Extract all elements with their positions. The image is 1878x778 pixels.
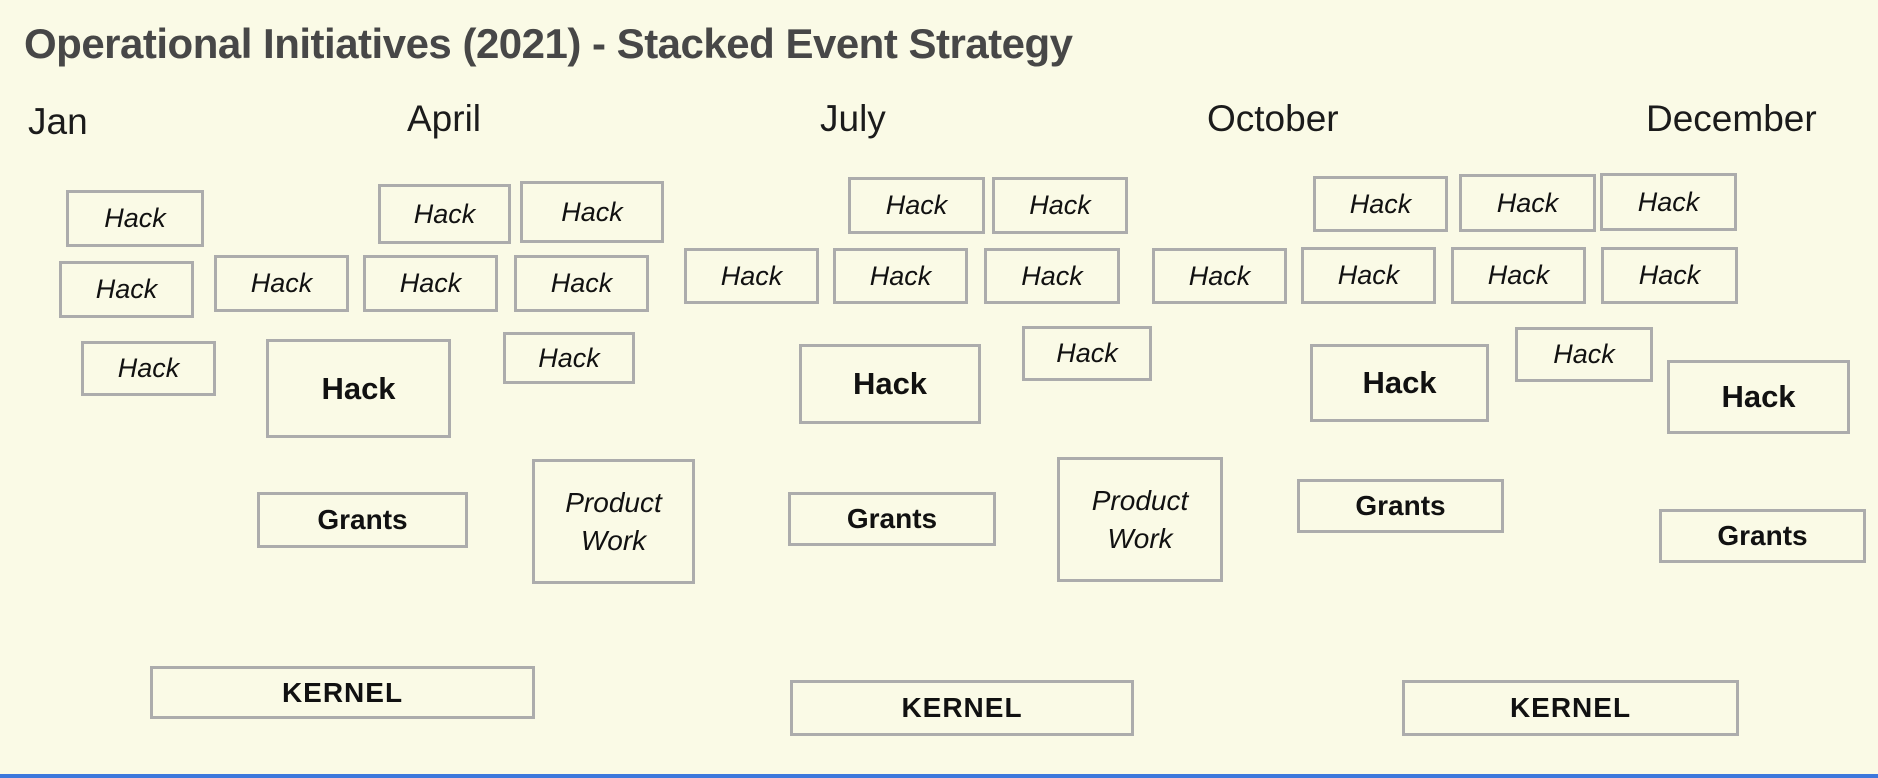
hack-italic-box: Hack <box>833 248 968 304</box>
hack-italic-box: Hack <box>214 255 349 312</box>
hack-italic-box: Hack <box>378 184 511 244</box>
hack-italic-box: Hack <box>81 341 216 396</box>
hack-bold-box: Hack <box>1310 344 1489 422</box>
hack-italic-box: Hack <box>1451 247 1586 304</box>
hack-italic-box: Hack <box>684 248 819 304</box>
hack-italic-box: Hack <box>1022 326 1152 381</box>
hack-italic-box: Hack <box>514 255 649 312</box>
hack-italic-box: Hack <box>1313 176 1448 232</box>
page-title: Operational Initiatives (2021) - Stacked… <box>24 20 1073 67</box>
hack-italic-box: Hack <box>992 177 1128 234</box>
hack-italic-box: Hack <box>503 332 635 384</box>
month-label: July <box>820 98 886 139</box>
hack-italic-box: Hack <box>848 177 985 234</box>
hack-italic-box: Hack <box>1600 173 1737 231</box>
month-label: October <box>1207 98 1339 139</box>
grants-box: Grants <box>257 492 468 548</box>
hack-bold-box: Hack <box>266 339 451 438</box>
hack-italic-box: Hack <box>1601 247 1738 304</box>
grants-box: Grants <box>1297 479 1504 533</box>
grants-box: Grants <box>1659 509 1866 563</box>
hack-bold-box: Hack <box>1667 360 1850 434</box>
kernel-box: KERNEL <box>790 680 1134 736</box>
hack-italic-box: Hack <box>59 261 194 318</box>
hack-italic-box: Hack <box>1515 327 1653 382</box>
bottom-accent-bar <box>0 774 1878 778</box>
month-label: Jan <box>28 101 88 142</box>
hack-italic-box: Hack <box>1459 174 1596 232</box>
grants-box: Grants <box>788 492 996 546</box>
product-work-box: Product Work <box>1057 457 1223 582</box>
kernel-box: KERNEL <box>1402 680 1739 736</box>
hack-italic-box: Hack <box>66 190 204 247</box>
hack-italic-box: Hack <box>363 255 498 312</box>
month-label: December <box>1646 98 1817 139</box>
product-work-box: Product Work <box>532 459 695 584</box>
hack-italic-box: Hack <box>1152 248 1287 304</box>
hack-italic-box: Hack <box>1301 247 1436 304</box>
hack-bold-box: Hack <box>799 344 981 424</box>
kernel-box: KERNEL <box>150 666 535 719</box>
month-label: April <box>407 98 482 139</box>
hack-italic-box: Hack <box>984 248 1120 304</box>
hack-italic-box: Hack <box>520 181 664 243</box>
